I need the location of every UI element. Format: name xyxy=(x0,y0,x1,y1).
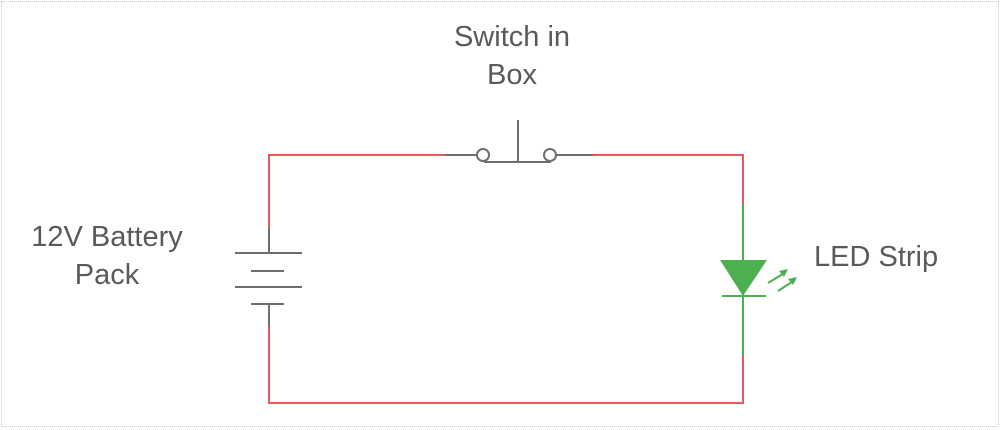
battery-label-line1: 12V Battery xyxy=(31,221,183,253)
switch-label-line2: Box xyxy=(487,59,537,91)
switch-label-line1: Switch in xyxy=(453,21,571,53)
battery-label-line2: Pack xyxy=(74,259,140,291)
wire-bottom xyxy=(268,327,744,404)
light-emission-arrows-icon xyxy=(767,269,797,292)
battery-symbol xyxy=(235,228,302,327)
wires xyxy=(268,154,744,404)
led-symbol xyxy=(720,205,797,355)
switch-label: Switch in Box xyxy=(412,18,612,94)
led-label: LED Strip xyxy=(814,241,939,273)
switch-symbol xyxy=(445,120,593,163)
battery-label: 12V Battery Pack xyxy=(0,218,214,294)
wire-top-right xyxy=(593,154,744,205)
wire-top-left xyxy=(268,154,445,228)
